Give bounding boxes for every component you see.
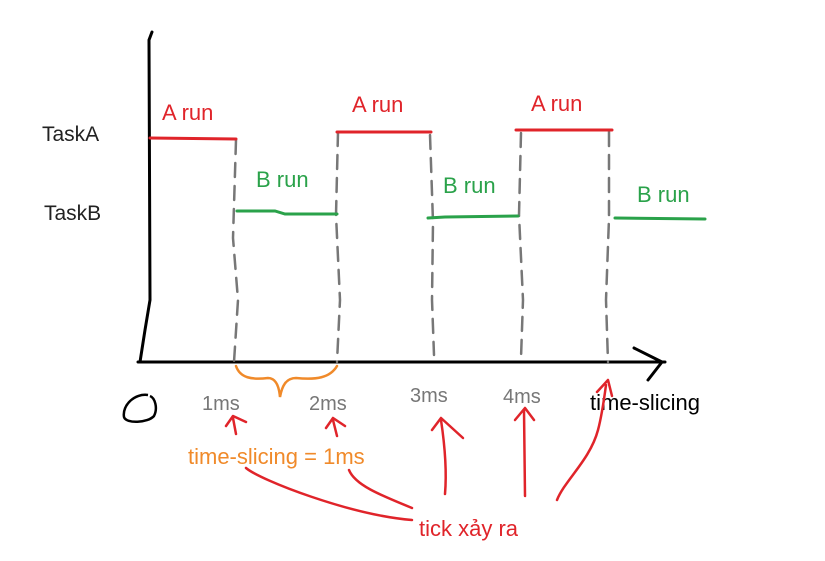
x-axis-arrowhead: [632, 346, 664, 382]
tick-label-3ms: 3ms: [410, 385, 448, 407]
divider-4ms: [517, 131, 525, 360]
divider-5ms: [604, 130, 611, 364]
tick-arrow-1ms: [224, 414, 248, 436]
task-b-segment-1: [235, 209, 339, 216]
tick-arrow-2ms: [324, 416, 347, 438]
tick-label-4ms: 4ms: [503, 386, 541, 408]
slice-brace: [234, 364, 339, 398]
pointer-from-tick-note-b: [347, 468, 414, 510]
task-b-segment-2: [426, 214, 520, 220]
tick-annotation: tick xảy ra: [419, 516, 519, 541]
task-a-segment-1: [148, 136, 238, 141]
y-axis: [138, 30, 154, 364]
x-axis-label: time-slicing: [590, 390, 700, 415]
row-label-taska: TaskA: [42, 123, 99, 146]
row-label-taskb: TaskB: [44, 202, 101, 225]
a-run-label-1: A run: [162, 100, 213, 125]
origin-mark: [122, 393, 158, 423]
pointer-from-tick-note-a: [244, 466, 414, 522]
tick-arrow-4ms: [513, 406, 536, 498]
b-run-label-3: B run: [637, 182, 690, 207]
divider-3ms: [428, 133, 436, 357]
a-run-label-2: A run: [352, 92, 403, 117]
divider-1ms: [231, 138, 240, 364]
slice-annotation: time-slicing = 1ms: [188, 444, 365, 469]
tick-label-2ms: 2ms: [309, 393, 347, 415]
b-run-label-2: B run: [443, 173, 496, 198]
tick-label-1ms: 1ms: [202, 393, 240, 415]
b-run-label-1: B run: [256, 167, 309, 192]
a-run-label-3: A run: [531, 91, 582, 116]
tick-arrow-5ms: [555, 378, 614, 502]
task-b-segment-3: [613, 216, 707, 221]
divider-2ms: [334, 130, 342, 364]
tick-arrow-3ms: [430, 416, 465, 496]
